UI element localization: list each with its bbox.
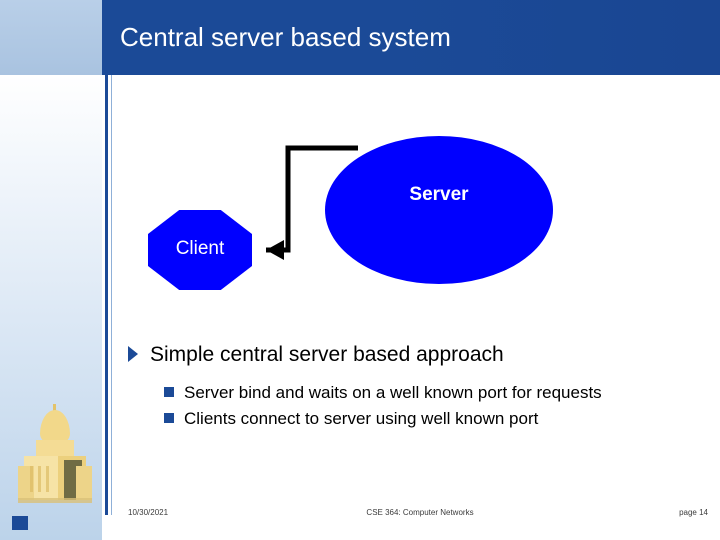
client-octagon-shape <box>148 210 252 290</box>
slide-footer: 10/30/2021 CSE 364: Computer Networks pa… <box>0 508 720 540</box>
page-title: Central server based system <box>120 22 451 52</box>
capitol-building-graphic <box>18 404 92 514</box>
bullet-text: Clients connect to server using well kno… <box>184 409 539 428</box>
header-light-bar <box>0 0 102 75</box>
bullet-text: Server bind and waits on a well known po… <box>184 383 602 402</box>
bullet-list: Simple central server based approach Ser… <box>128 340 708 432</box>
capitol-dome <box>40 410 70 444</box>
bullet-text: Simple central server based approach <box>150 343 504 366</box>
capitol-spire <box>53 404 56 413</box>
left-vertical-rule <box>105 75 108 515</box>
square-bullet-icon <box>164 413 174 423</box>
left-vertical-hairline <box>111 75 112 515</box>
footer-date: 10/30/2021 <box>128 508 169 517</box>
capitol-right-wing <box>76 466 92 500</box>
client-label: Client <box>175 238 225 259</box>
bullet-level2: Clients connect to server using well kno… <box>128 406 708 432</box>
capitol-column <box>46 466 49 492</box>
connection-arrow <box>266 145 358 260</box>
capitol-ground <box>18 498 92 503</box>
bottom-left-square-accent <box>12 516 28 530</box>
diagram-area: Server Client <box>118 100 704 320</box>
bullet-level2: Server bind and waits on a well known po… <box>128 380 708 406</box>
footer-page-number: page 14 <box>679 508 708 517</box>
server-label: Server <box>409 184 469 205</box>
capitol-drum <box>36 440 74 458</box>
capitol-column <box>30 466 33 492</box>
server-ellipse-shape <box>325 136 553 284</box>
footer-course: CSE 364: Computer Networks <box>366 508 474 517</box>
slide-header: Central server based system <box>0 0 720 75</box>
triangle-right-icon <box>128 346 138 362</box>
bullet-level1: Simple central server based approach <box>128 340 708 370</box>
capitol-column <box>38 466 41 492</box>
square-bullet-icon <box>164 387 174 397</box>
